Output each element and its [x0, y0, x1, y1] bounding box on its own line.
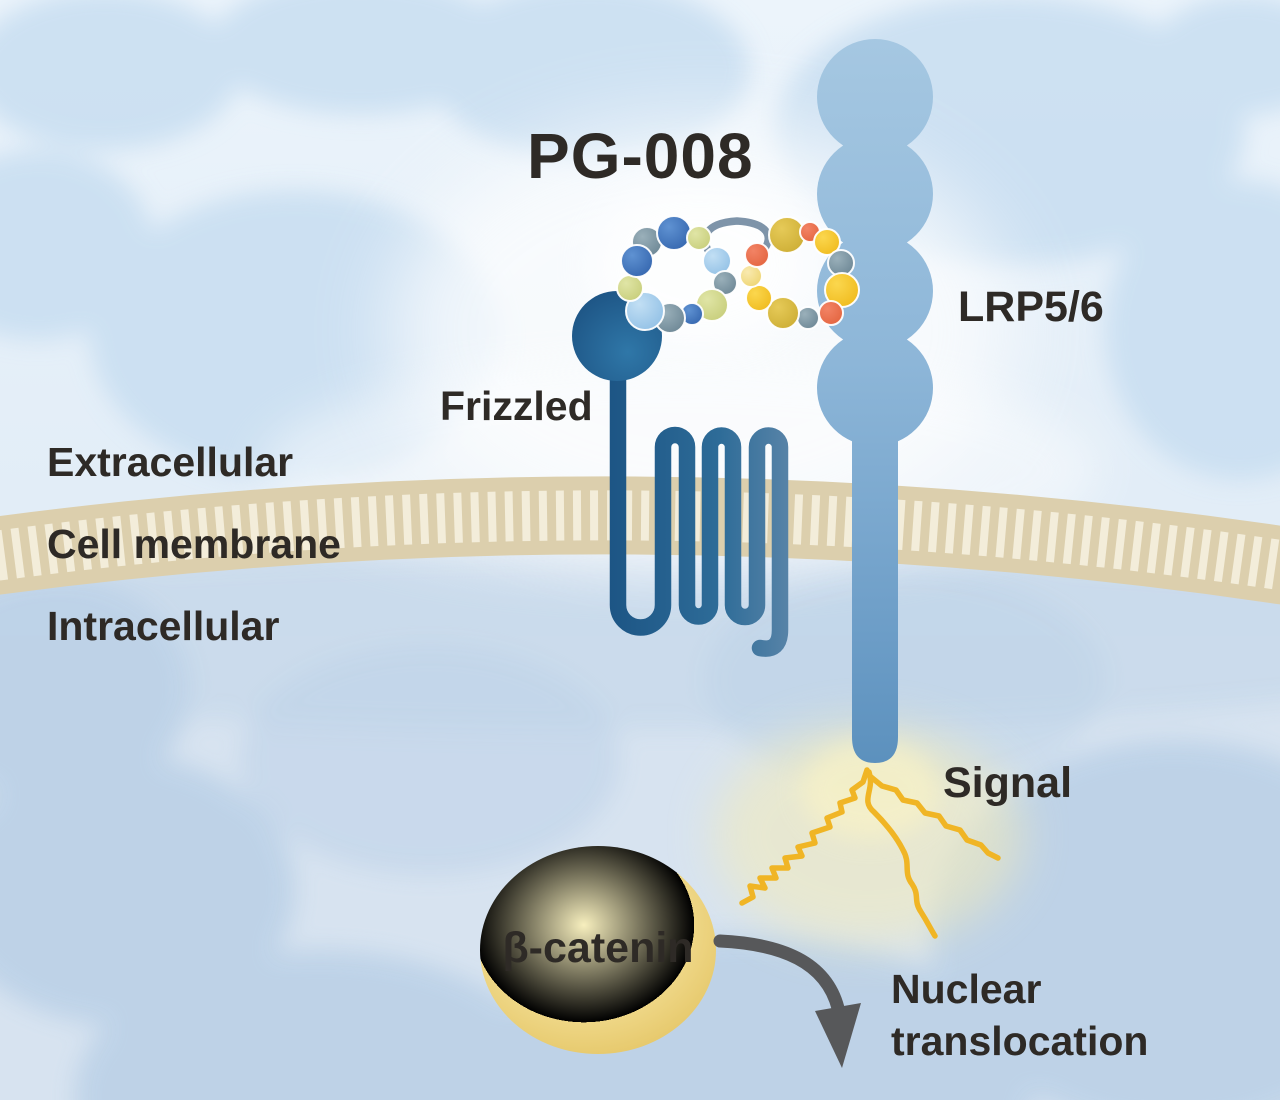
cell-membrane-band: [0, 476, 1280, 605]
pg008-molecule: [616, 215, 860, 334]
lrp-stem: [852, 380, 898, 763]
beta-catenin-ellipse: [480, 846, 716, 1054]
molecule-bead-red: [744, 242, 770, 268]
intracellular-label: Intracellular: [47, 603, 280, 649]
diagram-title: PG-008: [527, 120, 754, 192]
lrp-receptor: [817, 39, 933, 763]
molecule-bead-lightblue: [625, 291, 665, 331]
lrp56-label: LRP5/6: [958, 283, 1104, 331]
signal-lightning: [739, 767, 1001, 939]
arrowhead: [815, 1003, 861, 1068]
molecule-bead-blue: [656, 215, 692, 251]
nuclear-translocation-arrow: [713, 934, 861, 1068]
molecule-right-ring: [739, 216, 860, 330]
nuclear-translocation-line1: Nuclear: [891, 966, 1042, 1012]
molecule-bead-lightyellow: [739, 264, 763, 288]
frizzled-label: Frizzled: [440, 383, 593, 429]
nuclear-translocation-line2: translocation: [891, 1017, 1149, 1064]
molecule-bead-blue: [620, 244, 654, 278]
molecule-bead-darkyellow: [766, 296, 800, 330]
molecule-bead-khaki: [616, 274, 644, 302]
extracellular-label: Extracellular: [47, 439, 294, 485]
signal-label: Signal: [943, 759, 1073, 807]
molecule-bead-yellow: [813, 228, 841, 256]
molecule-left-ring: [616, 215, 738, 334]
nuclear-translocation-label: Nuclear translocation: [891, 964, 1191, 1067]
molecule-bead-red: [818, 300, 844, 326]
molecule-bead-yellow: [745, 284, 773, 312]
frizzled-serpentine: [609, 343, 789, 657]
molecule-bead-slate: [796, 306, 820, 330]
beta-catenin-label: β-catenin: [502, 924, 694, 972]
molecule-bead-khaki: [686, 225, 712, 251]
cell-membrane-label: Cell membrane: [47, 521, 341, 567]
